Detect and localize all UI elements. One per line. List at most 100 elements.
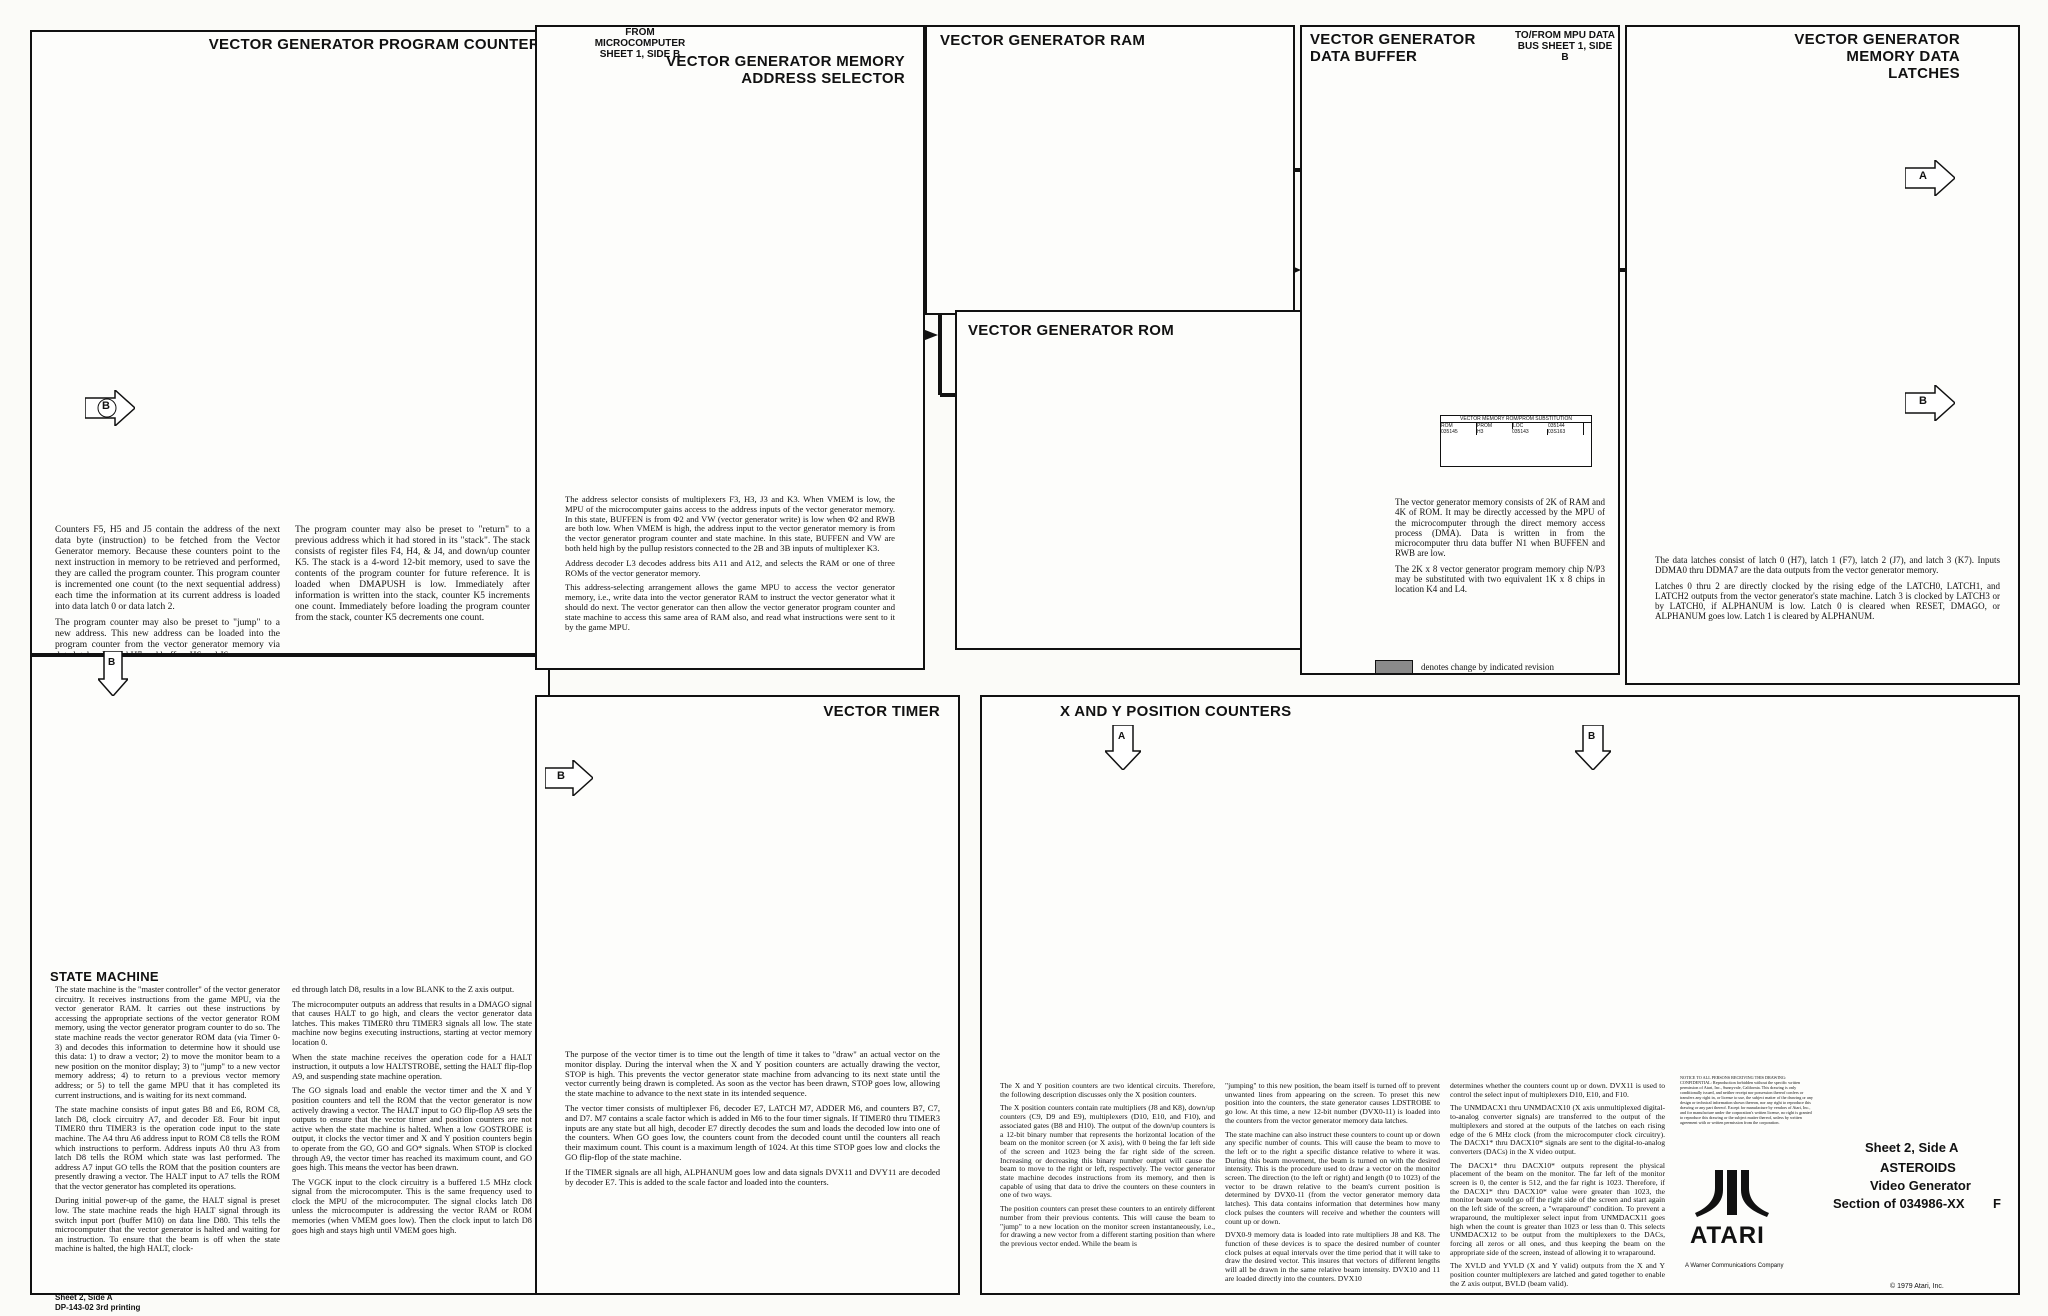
program-counter-text-col1: Counters F5, H5 and J5 contain the addre…	[55, 525, 280, 667]
memory-table-cell: PROM	[1477, 423, 1513, 429]
confidential-notice: NOTICE TO ALL PERSONS RECEIVING THIS DRA…	[1680, 1075, 1813, 1125]
paragraph: The VGCK input to the clock circuitry is…	[292, 1177, 532, 1235]
paragraph: The DACX1* thru DACX10* outputs represen…	[1450, 1160, 1665, 1257]
paragraph: This address-selecting arrangement allow…	[565, 582, 895, 632]
paragraph: If the TIMER signals are all high, ALPHA…	[565, 1166, 940, 1187]
paragraph: The XVLD and YVLD (X and Y valid) output…	[1450, 1261, 1665, 1288]
state-machine-title: STATE MACHINE	[50, 969, 159, 984]
paragraph: Address decoder L3 decodes address bits …	[565, 557, 895, 578]
paragraph: The state machine consists of input gate…	[55, 1105, 280, 1191]
memory-table-cell: 035145	[1441, 429, 1477, 435]
connector-b-label: B	[557, 770, 565, 782]
paragraph: Counters F5, H5 and J5 contain the addre…	[55, 525, 280, 612]
atari-logo: ATARI	[1685, 1170, 1780, 1260]
revision-shade-swatch	[1375, 660, 1413, 674]
connector-b-label: B	[102, 400, 110, 412]
xy-counters-title: X AND Y POSITION COUNTERS	[1060, 703, 1292, 720]
revision-legend-text: denotes change by indicated revision	[1421, 662, 1554, 672]
arrow-icon	[544, 758, 595, 798]
connector-b-arrow-down: B	[96, 650, 130, 698]
title-sheet: Sheet 2, Side A	[1865, 1140, 1959, 1155]
paragraph: The UNMDACX1 thru UNMDACX10 (X axis unmu…	[1450, 1103, 1665, 1156]
connector-b-out: B	[1904, 383, 1957, 423]
title-block: NOTICE TO ALL PERSONS RECEIVING THIS DRA…	[1675, 1075, 2015, 1300]
atari-fuji-icon	[1695, 1170, 1769, 1217]
title-product: ASTEROIDS	[1880, 1160, 1956, 1175]
data-latches-text: The data latches consist of latch 0 (H7)…	[1655, 555, 2000, 627]
connector-a-label: A	[1919, 170, 1927, 182]
title-section: Section of 034986-XX	[1833, 1196, 1965, 1211]
paragraph: During initial power-up of the game, the…	[55, 1196, 280, 1254]
program-counter-title: VECTOR GENERATOR PROGRAM COUNTER	[208, 36, 540, 53]
connector-b-in: B	[1573, 724, 1613, 772]
xy-counters-text-col1: The X and Y position counters are two id…	[1000, 1081, 1215, 1254]
paragraph: When the state machine receives the oper…	[292, 1052, 532, 1081]
rom-text: The vector generator memory consists of …	[1395, 497, 1605, 600]
data-latches-title: VECTOR GENERATOR MEMORY DATA LATCHES	[1794, 31, 1960, 82]
arrow-icon	[1904, 158, 1957, 198]
state-machine-text-col2: ed through latch D8, results in a low BL…	[292, 985, 532, 1240]
memory-table-cell: ROM	[1441, 423, 1477, 429]
xy-counters-text-col3: determines whether the counters count up…	[1450, 1081, 1665, 1293]
vector-timer-panel	[535, 695, 960, 1295]
rom-panel	[955, 310, 1340, 650]
copyright: © 1979 Atari, Inc.	[1890, 1283, 1944, 1290]
paragraph: The position counters can preset these c…	[1000, 1204, 1215, 1248]
vector-timer-title: VECTOR TIMER	[823, 703, 940, 720]
address-selector-title: VECTOR GENERATOR MEMORY ADDRESS SELECTOR	[666, 53, 905, 87]
footer-printing: DP-143-02 3rd printing	[55, 1303, 141, 1312]
data-latches-panel	[1625, 25, 2020, 685]
company-line: A Warner Communications Company	[1685, 1263, 1784, 1269]
connector-b-arrow-timer: B	[544, 758, 595, 798]
arrow-icon	[1103, 724, 1143, 772]
paragraph: "jumping" to this new position, the beam…	[1225, 1081, 1440, 1125]
paragraph: The vector timer consists of multiplexer…	[565, 1102, 940, 1162]
connector-b-arrow: B	[84, 388, 137, 428]
arrow-icon	[84, 388, 137, 428]
xy-counters-panel	[980, 695, 2020, 1295]
paragraph: The purpose of the vector timer is to ti…	[565, 1049, 940, 1099]
arrow-icon	[96, 650, 130, 698]
paragraph: Latches 0 thru 2 are directly clocked by…	[1655, 580, 2000, 622]
memory-substitution-table: VECTOR MEMORY ROM/PROM SUBSTITUTION ROM …	[1440, 415, 1592, 467]
paragraph: The GO signals load and enable the vecto…	[292, 1086, 532, 1173]
paragraph: The microcomputer outputs an address tha…	[292, 999, 532, 1047]
connector-b-label: B	[108, 657, 116, 668]
ram-title: VECTOR GENERATOR RAM	[940, 32, 1146, 49]
state-machine-text-col1: The state machine is the "master control…	[55, 985, 280, 1259]
address-selector-text: The address selector consists of multipl…	[565, 494, 895, 637]
paragraph: The 2K x 8 vector generator program memo…	[1395, 563, 1605, 595]
atari-wordmark: ATARI	[1690, 1222, 1765, 1249]
paragraph: The X and Y position counters are two id…	[1000, 1081, 1215, 1099]
paragraph: The X position counters contain rate mul…	[1000, 1103, 1215, 1200]
data-buffer-title: VECTOR GENERATOR DATA BUFFER	[1310, 31, 1476, 65]
vector-timer-text: The purpose of the vector timer is to ti…	[565, 1049, 940, 1192]
memory-table-cell: 03S163	[1548, 429, 1584, 435]
paragraph: determines whether the counters count up…	[1450, 1081, 1665, 1099]
program-counter-text-col2: The program counter may also be preset t…	[295, 525, 530, 629]
footer-sheet: Sheet 2, Side A	[55, 1293, 113, 1302]
paragraph: The data latches consist of latch 0 (H7)…	[1655, 555, 2000, 576]
ram-panel	[925, 25, 1295, 315]
paragraph: The state machine is the "master control…	[55, 985, 280, 1100]
connector-a-out: A	[1904, 158, 1957, 198]
title-revision: F	[1993, 1196, 2001, 1211]
from-microcomputer-label: FROM MICROCOMPUTER SHEET 1, SIDE B	[594, 27, 686, 60]
paragraph: DVX0-9 memory data is loaded into rate m…	[1225, 1230, 1440, 1283]
memory-table-cell: LOC	[1513, 423, 1524, 429]
connector-b-label: B	[1588, 731, 1596, 742]
arrow-icon	[1573, 724, 1613, 772]
paragraph: The state machine can also instruct thes…	[1225, 1129, 1440, 1226]
xy-counters-text-col2: "jumping" to this new position, the beam…	[1225, 1081, 1440, 1288]
memory-table-cell: H3	[1477, 429, 1484, 435]
memory-table-cell: 035144	[1548, 423, 1584, 429]
title-subsystem: Video Generator	[1870, 1178, 1971, 1193]
paragraph: ed through latch D8, results in a low BL…	[292, 985, 515, 994]
program-counter-panel	[30, 30, 550, 655]
rom-title: VECTOR GENERATOR ROM	[968, 322, 1175, 339]
paragraph: The vector generator memory consists of …	[1395, 497, 1605, 559]
address-selector-panel	[535, 25, 925, 670]
connector-a-label: A	[1118, 731, 1126, 742]
paragraph: The address selector consists of multipl…	[565, 494, 895, 553]
connector-a-in: A	[1103, 724, 1143, 772]
